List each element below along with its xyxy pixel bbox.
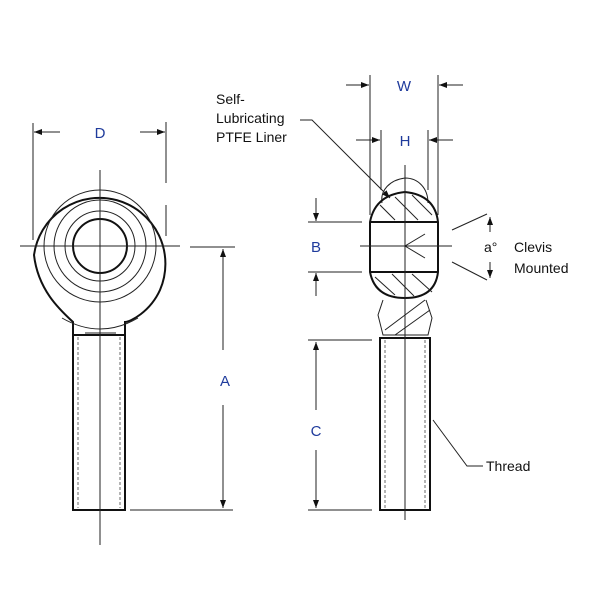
clevis-note-line1: Clevis xyxy=(514,239,552,255)
liner-leader-line xyxy=(300,119,391,199)
front-shank xyxy=(72,334,126,511)
dimension-d-label: D xyxy=(95,125,106,142)
front-view: D A xyxy=(20,122,235,545)
dimension-h-label: H xyxy=(400,133,411,150)
liner-note-line1: Self- xyxy=(216,91,245,107)
thread-leader-line xyxy=(432,419,483,467)
liner-note-line3: PTFE Liner xyxy=(216,129,287,145)
side-view: W H B C a° xyxy=(308,75,497,520)
rod-end-head-outline xyxy=(32,196,167,335)
misalignment-angle-mark xyxy=(404,233,426,259)
thread-note: Thread xyxy=(486,458,530,474)
ball-hatching xyxy=(374,194,433,297)
angle-line-upper xyxy=(451,213,488,231)
annotations: Self- Lubricating PTFE Liner Clevis Moun… xyxy=(216,91,568,474)
angle-line-lower xyxy=(451,261,488,281)
dimension-c-label: C xyxy=(311,423,322,440)
dimension-w-label: W xyxy=(397,78,412,95)
dimension-b-label: B xyxy=(311,239,321,256)
angle-label: a° xyxy=(484,239,497,255)
dimension-a-label: A xyxy=(220,373,230,390)
liner-note-line2: Lubricating xyxy=(216,110,285,126)
clevis-note-line2: Mounted xyxy=(514,260,568,276)
